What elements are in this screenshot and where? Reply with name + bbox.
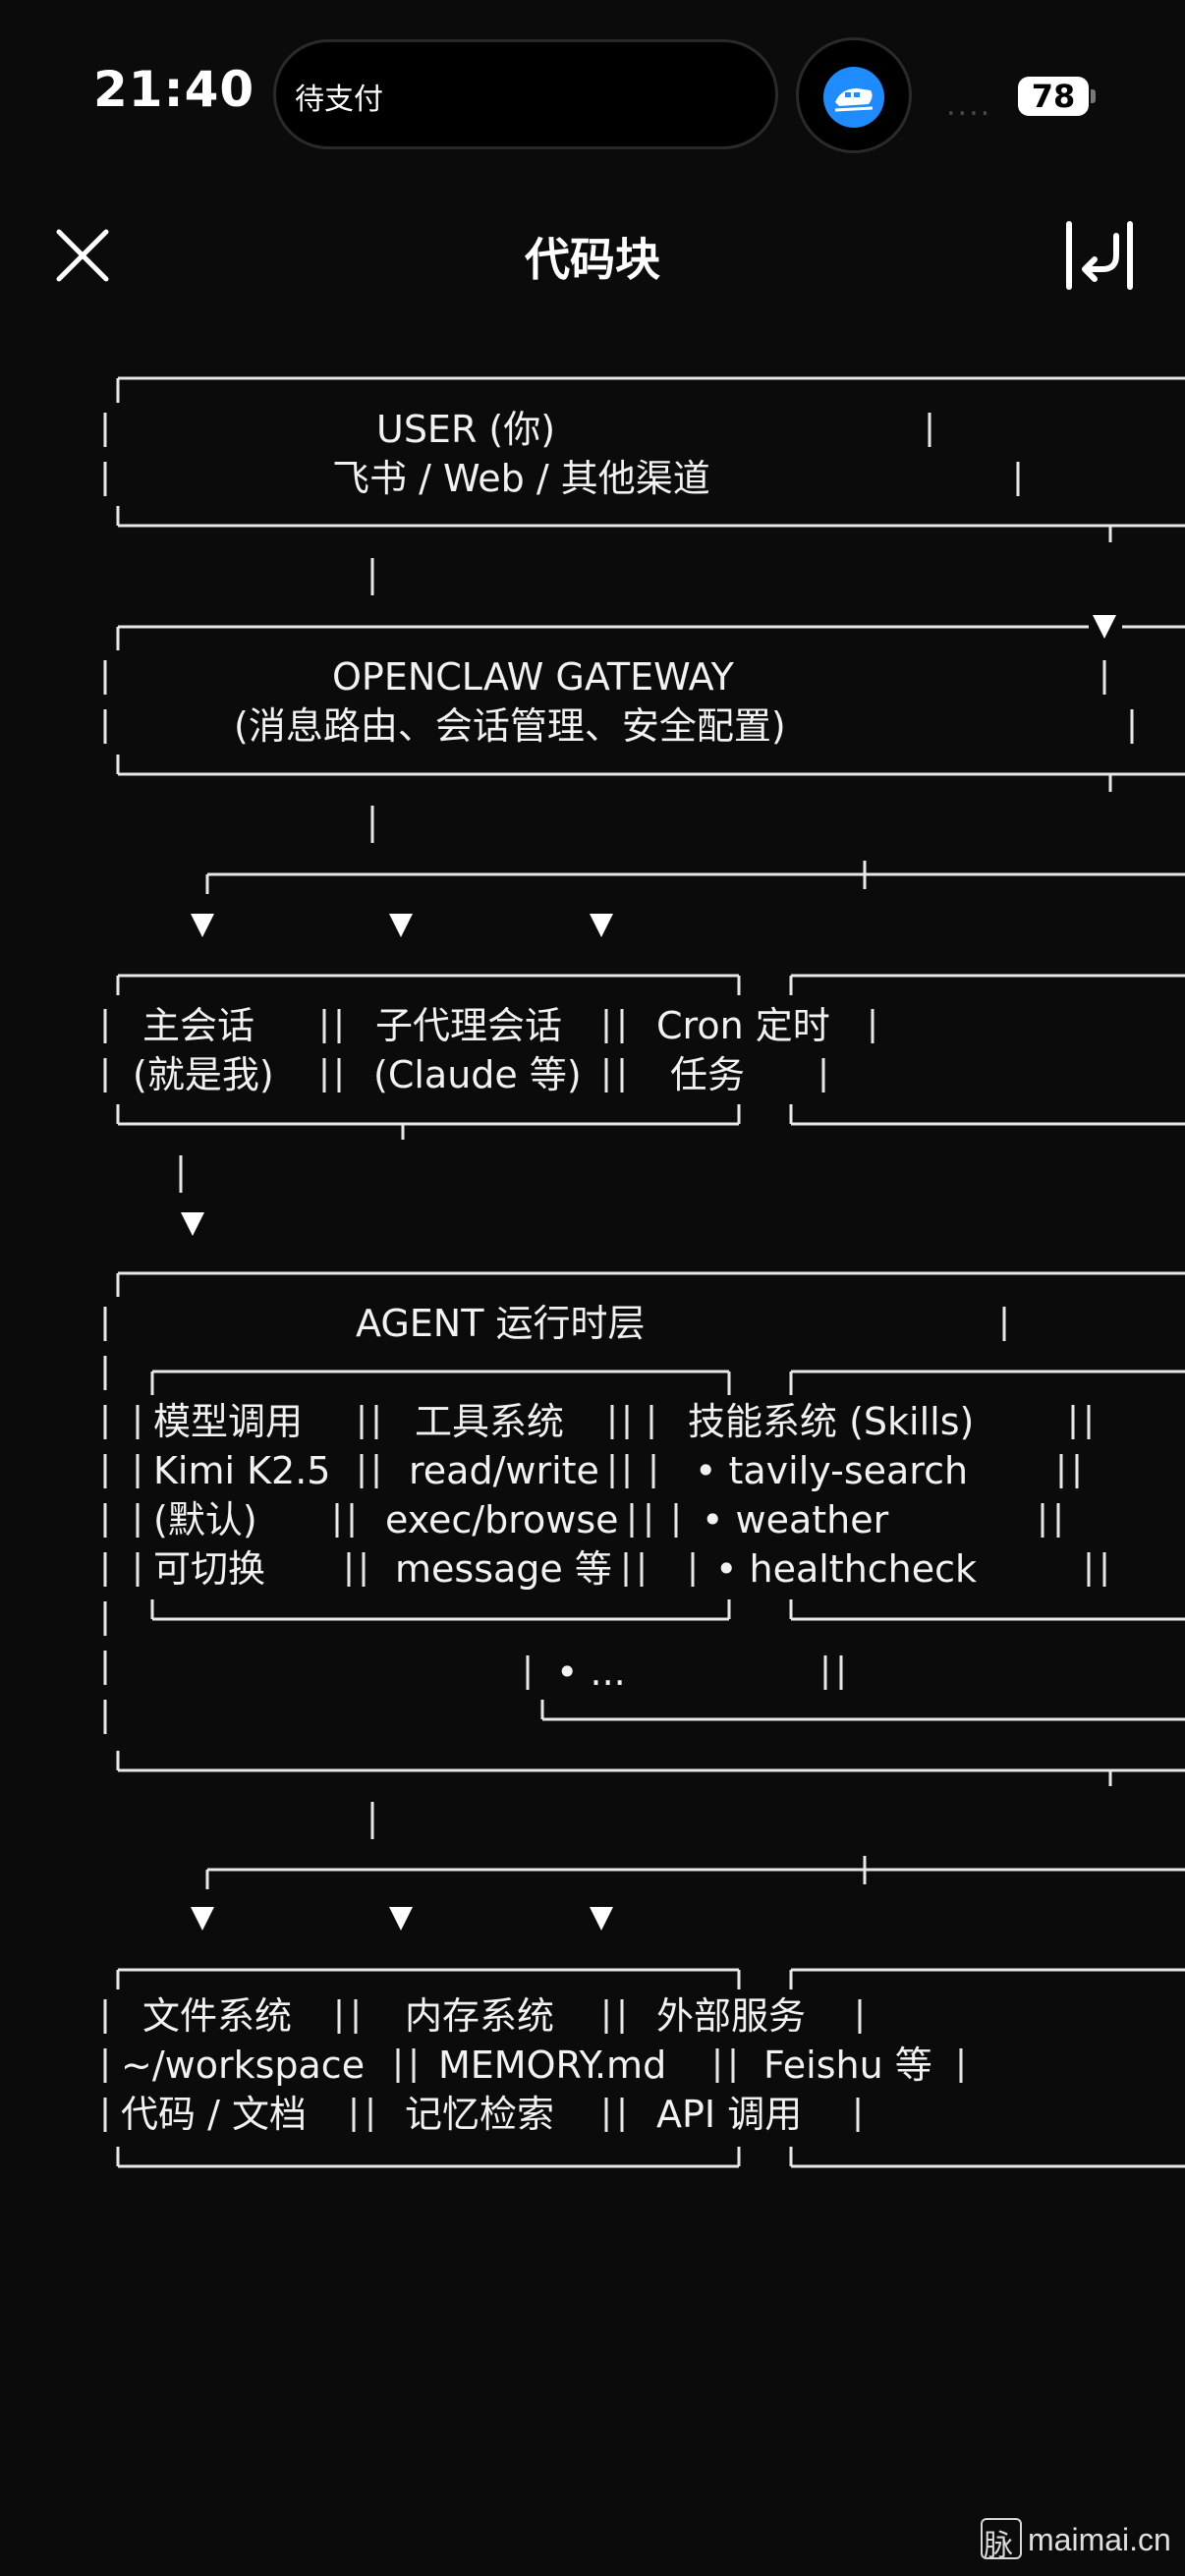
down-arrow-icon — [590, 914, 613, 937]
watermark-glyph: 脉 — [984, 2529, 1013, 2563]
down-arrow-icon — [389, 1907, 413, 1931]
storage-external-feishu: Feishu 等 — [763, 2044, 932, 2087]
agent-model-label: 模型调用 — [153, 1400, 304, 1443]
battery-tip — [1091, 89, 1096, 103]
agent-skill-weather: • weather — [702, 1498, 889, 1541]
dynamic-island-text: 待支付 — [295, 83, 383, 117]
watermark-text: maimai.cn — [1028, 2522, 1171, 2557]
session-main: 主会话 — [142, 1004, 255, 1047]
agent-model-kimi: Kimi K2.5 — [153, 1449, 331, 1492]
down-arrow-icon — [389, 914, 413, 937]
session-main-note: (就是我) — [133, 1053, 274, 1096]
session-cron-note: 任务 — [670, 1053, 746, 1096]
wrap-toggle-icon[interactable] — [1063, 218, 1138, 293]
agent-tool-message: message 等 — [395, 1547, 612, 1591]
agent-skill-tavily: • tavily-search — [695, 1449, 969, 1492]
storage-memory: 内存系统 — [405, 1994, 555, 2038]
session-cron: Cron 定时 — [656, 1004, 830, 1047]
session-subagent: 子代理会话 — [375, 1004, 563, 1047]
close-icon[interactable] — [51, 224, 114, 287]
agent-tool-readwrite: read/write — [409, 1449, 599, 1492]
storage-external-note: API 调用 — [656, 2093, 803, 2136]
storage-fs-note: 代码 / 文档 — [121, 2093, 307, 2136]
agent-tools-label: 工具系统 — [415, 1400, 565, 1443]
storage-fs: 文件系统 — [142, 1994, 293, 2038]
user-title: USER (你) — [376, 408, 556, 451]
dynamic-island[interactable] — [273, 39, 778, 149]
down-arrow-icon — [1093, 615, 1116, 639]
page-title: 代码块 — [525, 233, 660, 286]
down-arrow-icon — [590, 1907, 613, 1931]
storage-memory-file: MEMORY.md — [438, 2044, 667, 2087]
down-arrow-icon — [191, 914, 214, 937]
agent-skill-healthcheck: • healthcheck — [715, 1547, 978, 1591]
agent-skills-label: 技能系统 (Skills) — [688, 1400, 975, 1443]
signal-icon: .... — [946, 88, 992, 123]
battery-icon: 78 — [1018, 77, 1089, 116]
storage-memory-note: 记忆检索 — [405, 2093, 555, 2136]
watermark-logo-icon — [981, 2518, 1022, 2559]
storage-external: 外部服务 — [656, 1994, 807, 2038]
user-channels: 飞书 / Web / 其他渠道 — [332, 457, 710, 500]
session-subagent-note: (Claude 等) — [373, 1053, 582, 1096]
status-time: 21:40 — [93, 61, 255, 118]
agent-tool-exec: exec/browse — [385, 1498, 619, 1541]
agent-skill-more: • ... — [556, 1651, 626, 1694]
down-arrow-icon — [191, 1907, 214, 1931]
app-icon — [823, 67, 884, 128]
agent-title: AGENT 运行时层 — [356, 1302, 646, 1345]
agent-model-default: (默认) — [153, 1498, 257, 1541]
down-arrow-icon — [181, 1212, 204, 1236]
agent-model-switch: 可切换 — [153, 1547, 266, 1591]
gateway-title: OPENCLAW GATEWAY — [332, 655, 734, 699]
gateway-subtitle: (消息路由、会话管理、安全配置) — [234, 704, 786, 748]
storage-fs-path: ~/workspace — [121, 2044, 366, 2087]
